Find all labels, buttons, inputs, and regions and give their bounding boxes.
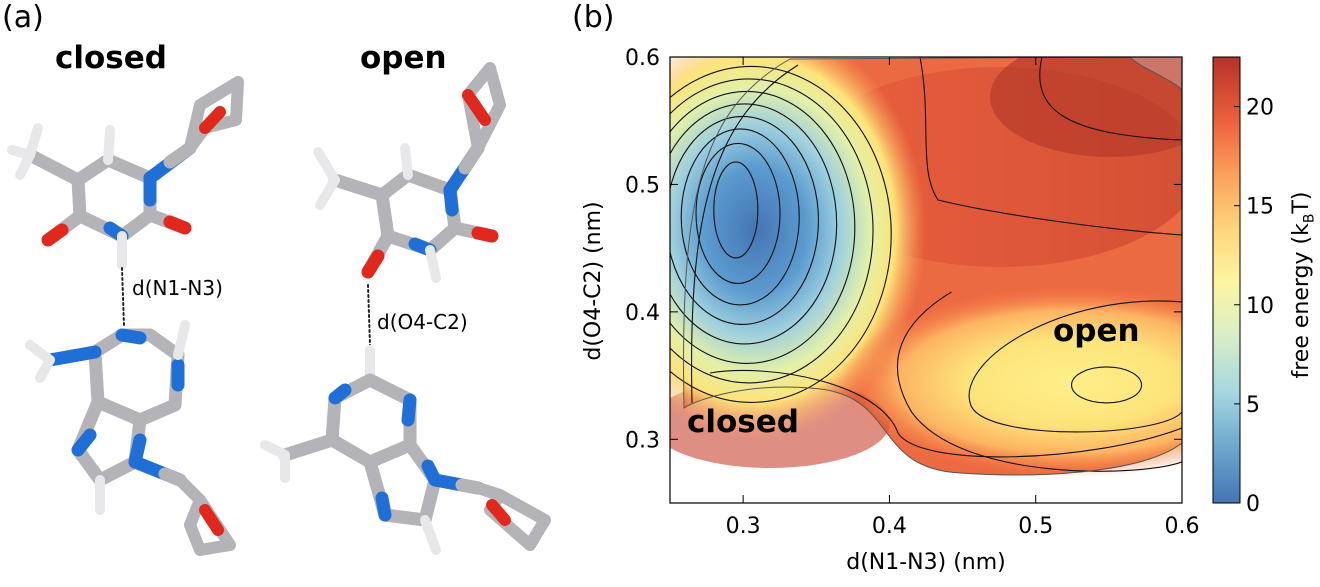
y-tick-label: 0.6 <box>625 46 660 71</box>
colorbar-tick-label: 15 <box>1246 195 1274 220</box>
x-tick-label: 0.6 <box>1165 514 1200 539</box>
contour-outer-left <box>691 64 799 404</box>
contour-closed-6 <box>670 78 874 384</box>
open-thymine-molecule <box>313 62 506 283</box>
plot-frame <box>669 56 1183 504</box>
y-tick-label: 0.3 <box>625 428 660 453</box>
contour-open-2 <box>896 291 1182 472</box>
contour-closed-7 <box>670 65 892 403</box>
open-hbond-line <box>367 284 371 346</box>
contour-open-1 <box>968 300 1182 433</box>
closed-thymine-molecule <box>7 76 244 270</box>
contour-closed-1 <box>695 142 781 284</box>
colorbar-label-text: free energy (k <box>1289 223 1314 379</box>
closed-annotation: closed <box>687 404 799 440</box>
free-energy-chart: 0.3 0.4 0.5 0.6 0.3 0.4 0.5 0.6 0 5 10 15 20 <box>625 46 1274 539</box>
closed-adenine-molecule <box>25 320 236 556</box>
x-tick-label: 0.4 <box>872 514 907 539</box>
fes-boundary <box>683 57 1182 476</box>
contour-closed-0 <box>713 161 759 259</box>
colorbar-label-end: T) <box>1289 191 1314 214</box>
colorbar-tick-label: 20 <box>1246 96 1274 121</box>
contour-closed-4 <box>670 103 838 345</box>
x-tick-label: 0.3 <box>726 514 761 539</box>
contour-outer-bottom <box>709 369 1182 458</box>
colorbar-tick-label: 10 <box>1246 294 1274 319</box>
open-distance-label: d(O4-C2) <box>377 310 468 334</box>
contour-ridge-2 <box>1039 57 1182 141</box>
colorbar-tick-label: 5 <box>1246 393 1260 418</box>
panel-a-label: (a) <box>2 0 44 35</box>
y-tick-label: 0.4 <box>625 301 660 326</box>
panel-b-label: (b) <box>572 0 615 35</box>
contour-ridge-1 <box>919 57 1182 236</box>
contour-closed-2 <box>680 128 800 306</box>
colorbar-label-subscript: B <box>1301 213 1318 224</box>
colorbar-label: free energy (kBT) <box>1289 150 1317 420</box>
max-energy-region <box>990 57 1182 157</box>
x-axis-label: d(N1-N3) (nm) <box>846 550 1006 575</box>
y-tick-label: 0.5 <box>625 173 660 198</box>
open-molecule-title: open <box>360 40 447 76</box>
x-tick-label: 0.5 <box>1018 514 1053 539</box>
closed-hbond-line <box>121 267 125 327</box>
colorbar-tick-label: 0 <box>1246 492 1260 517</box>
molecule-structures <box>7 62 551 556</box>
open-annotation: open <box>1053 313 1140 349</box>
colorbar <box>1212 56 1241 504</box>
open-well-fill <box>841 286 1182 477</box>
closed-distance-label: d(N1-N3) <box>132 276 223 300</box>
y-axis-label: d(O4-C2) (nm) <box>581 201 606 361</box>
contour-open-0 <box>1070 366 1143 404</box>
closed-molecule-title: closed <box>55 40 167 76</box>
open-adenine-molecule <box>260 345 551 555</box>
